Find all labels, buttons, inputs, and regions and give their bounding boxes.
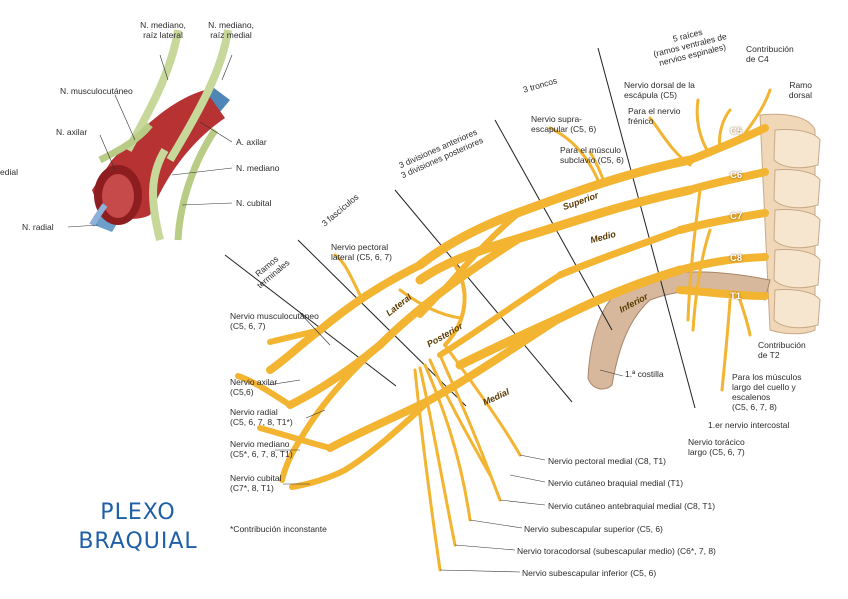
inset-nerve-ulnar [174, 128, 218, 241]
label-medial-brachial-cutaneous-nerve: Nervio cutáneo braquial medial (T1) [548, 478, 684, 488]
inset-nerve-musculocutaneous [98, 122, 153, 164]
inset-leader [181, 202, 233, 206]
inset-leader [199, 121, 233, 143]
inset-label-axillary-artery: A. axilar [236, 137, 267, 147]
inset-leader [114, 94, 136, 141]
main-diagram [224, 47, 821, 573]
label-dorsal-scapular-nerve: Nervio dorsal de la escápula (C5) [624, 80, 695, 100]
inset-label-median-medial-root: N. mediano, raíz medial [208, 20, 254, 40]
label-dorsal-ramus: Ramo dorsal [788, 80, 812, 100]
inset-leader [67, 224, 99, 228]
label-first-rib: 1.ª costilla [625, 369, 664, 379]
root-label-c8: C8 [730, 253, 743, 264]
inset-label-musculocutaneous: N. musculocutáneo [60, 86, 133, 96]
label-thoracodorsal-nerve: Nervio toracodorsal (subescapular medio)… [517, 546, 716, 556]
vertebral-column [759, 113, 821, 335]
root-label-c5: C5 [730, 126, 743, 137]
inset-label-axillary: N. axilar [56, 127, 88, 137]
inset-vein-lower [94, 215, 118, 232]
inset-label-cut-text: edial [0, 167, 18, 177]
inset-label-radial: N. radial [22, 222, 54, 232]
label-median-nerve: Nervio mediano (C5*, 6, 7, 8, T1) [230, 439, 293, 459]
inset-leader [159, 54, 169, 81]
nerves [235, 88, 772, 572]
inset-label-median-lateral-root: N. mediano, raíz lateral [140, 20, 186, 40]
label-phrenic-nerve: Para el nervio frénico [628, 106, 681, 126]
inset-nerve-radial [89, 203, 108, 227]
label-medial-pectoral-nerve: Nervio pectoral medial (C8, T1) [548, 456, 666, 466]
inset-illustration [67, 29, 233, 241]
label-contribution-t2: Contribución de T2 [758, 340, 806, 360]
page-title: PLEXO BRAQUIAL [78, 500, 198, 554]
label-contribution-c4: Contribución de C4 [746, 44, 794, 64]
root-label-c7: C7 [730, 211, 743, 222]
label-musculocutaneous-nerve: Nervio musculocutáneo (C5, 6, 7) [230, 311, 319, 331]
inset-nerve-medial [166, 29, 232, 163]
inset-nerve-median [149, 147, 169, 241]
label-suprascapular-nerve: Nervio supra- escapular (C5, 6) [531, 114, 597, 134]
label-long-thoracic-nerve: Nervio torácico largo (C5, 6, 7) [688, 437, 745, 457]
inset-leader [99, 134, 116, 171]
inset-label-median: N. mediano [236, 163, 280, 173]
label-axillary-nerve: Nervio axilar (C5,6) [230, 377, 278, 397]
label-longus-colli-scalenes: Para los músculos largo del cuello y esc… [732, 372, 802, 412]
label-first-intercostal-nerve: 1.er nervio intercostal [708, 420, 790, 430]
label-radial-nerve: Nervio radial (C5, 6, 7, 8, T1*) [230, 407, 293, 427]
root-label-t1: T1 [730, 291, 742, 302]
inset-leader [221, 54, 233, 81]
root-label-c6: C6 [730, 170, 743, 181]
label-leader-lines [267, 312, 624, 573]
inset-artery-inner [102, 174, 134, 218]
inset-label-ulnar: N. cubital [236, 198, 272, 208]
label-upper-subscapular-nerve: Nervio subescapular superior (C5, 6) [524, 524, 663, 534]
label-ulnar-nerve: Nervio cubital (C7*, 8, T1) [230, 473, 282, 493]
inset-leader [171, 167, 233, 176]
label-lateral-pectoral-nerve: Nervio pectoral lateral (C5, 6, 7) [331, 242, 392, 262]
label-lower-subscapular-nerve: Nervio subescapular inferior (C5, 6) [522, 568, 657, 578]
label-medial-antebrachial-cutaneous-nerve: Nervio cutáneo antebraquial medial (C8, … [548, 501, 716, 511]
label-subclavius-nerve: Para el músculo subclavio (C5, 6) [560, 145, 624, 165]
label-inconstant-contribution: *Contribución inconstante [230, 524, 327, 534]
